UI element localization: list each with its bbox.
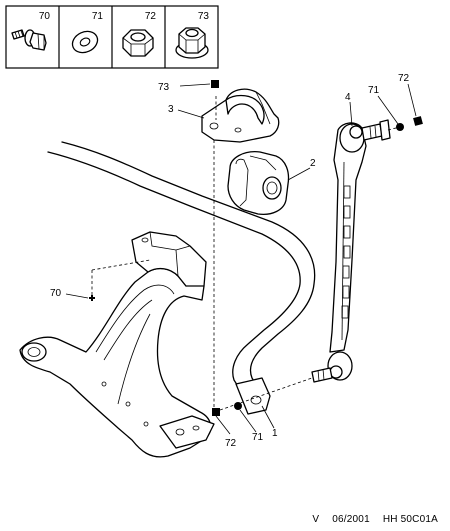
washer-71-bottom-marker — [234, 402, 242, 410]
reference-view: V — [312, 514, 320, 525]
reference-date: 06/2001 — [332, 514, 370, 525]
callout-71-bottom: 71 — [252, 432, 264, 443]
legend-number-70: 70 — [39, 11, 51, 22]
nut-72-bottom-marker — [212, 408, 220, 416]
legend-number-71: 71 — [92, 11, 104, 22]
callout-3: 3 — [168, 104, 174, 115]
lower-suspension-arm — [19, 231, 215, 458]
callout-71-top: 71 — [368, 85, 380, 96]
anti-roll-bar — [47, 141, 316, 415]
hex-nut-icon — [122, 29, 154, 57]
washer-71-top-marker — [396, 123, 404, 131]
rubber-bush — [227, 151, 290, 216]
bolt-70-marker — [89, 295, 95, 301]
bracket-clamp — [201, 88, 280, 143]
callout-70: 70 — [50, 288, 62, 299]
callout-2: 2 — [310, 158, 316, 169]
nut-73-marker — [211, 80, 219, 88]
legend-number-72: 72 — [145, 11, 157, 22]
leader-lines — [65, 83, 417, 435]
flat-washer-icon — [71, 30, 99, 54]
drawing-reference: V 06/2001 HH 50C01A — [302, 514, 438, 525]
reference-code: HH 50C01A — [382, 514, 438, 525]
nut-72-top-marker — [413, 116, 423, 126]
legend-number-73: 73 — [198, 11, 210, 22]
callout-72-top: 72 — [398, 73, 410, 84]
callout-73: 73 — [158, 82, 170, 93]
flanged-nut-icon — [175, 27, 209, 59]
callout-labels: 73 3 2 4 71 72 70 72 71 1 — [50, 73, 410, 449]
callout-4: 4 — [345, 92, 351, 103]
bolt-with-washer-icon — [11, 29, 47, 51]
callout-72-bottom: 72 — [225, 438, 237, 449]
hardware-symbols — [89, 80, 423, 416]
drop-link — [311, 119, 391, 383]
callout-1: 1 — [272, 428, 278, 439]
legend-panel: 70 71 72 73 — [5, 5, 219, 69]
